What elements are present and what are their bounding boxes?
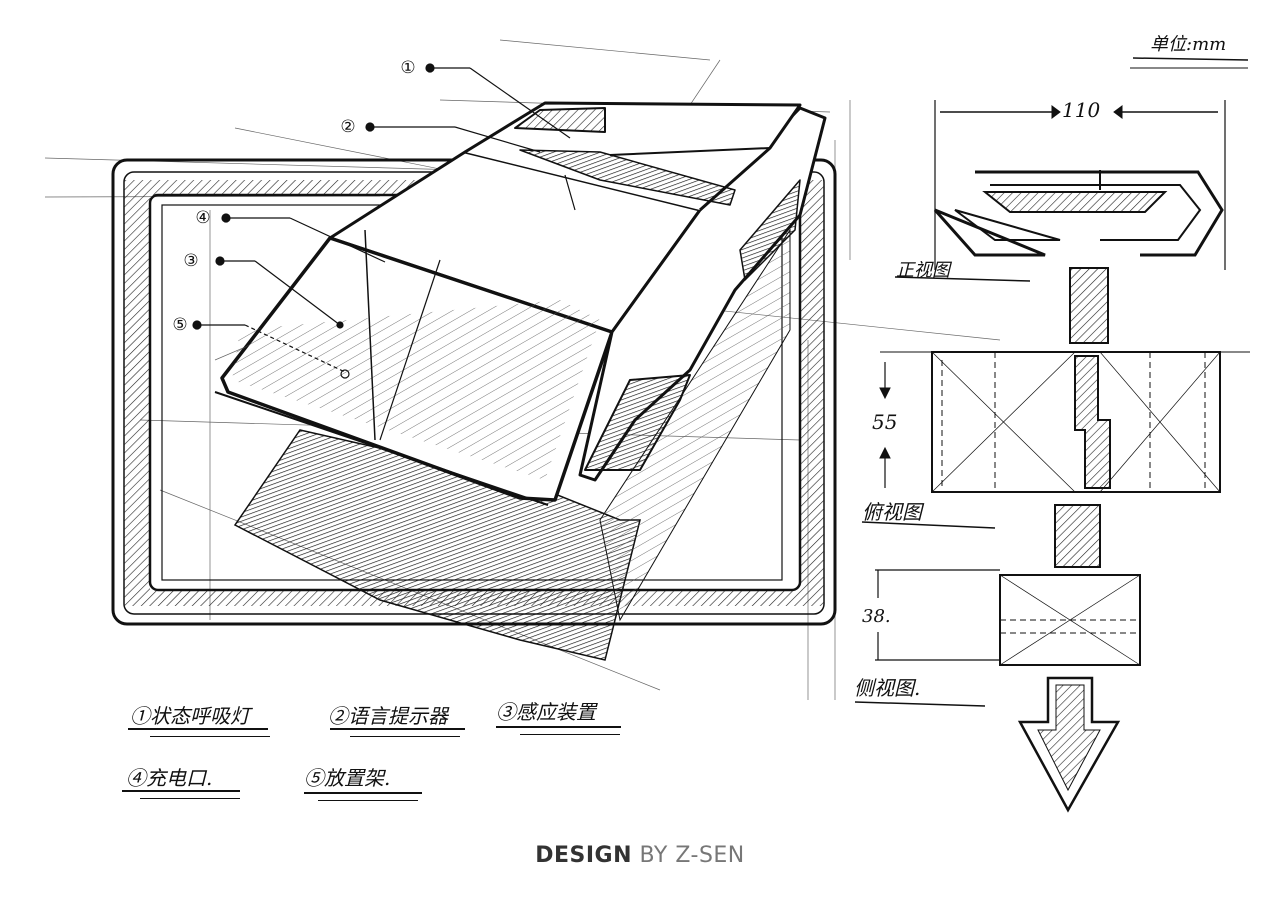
dimension-side-height: 38. xyxy=(862,606,891,627)
three-view-drawings xyxy=(854,57,1250,813)
legend-underline-5 xyxy=(304,792,422,794)
dimension-top-height: 55 xyxy=(872,410,898,434)
unit-label: 单位:mm xyxy=(1150,34,1227,55)
callout-3: ③ xyxy=(183,251,199,271)
legend-underline-2 xyxy=(330,728,465,730)
legend-underline-5b xyxy=(318,800,418,801)
callout-5: ⑤ xyxy=(172,315,188,335)
footer-author: BY Z-SEN xyxy=(639,843,745,868)
legend-underline-4 xyxy=(122,790,240,792)
callout-4: ④ xyxy=(195,208,211,228)
callout-1: ① xyxy=(400,58,416,78)
legend-item-2: ②语言提示器 xyxy=(328,704,448,728)
front-view-label: 正视图 xyxy=(896,260,950,281)
device-body xyxy=(214,101,827,506)
legend-item-3: ③感应装置 xyxy=(496,700,596,724)
legend-underline-4b xyxy=(140,798,240,799)
side-view-label: 侧视图. xyxy=(854,676,921,700)
dimension-width: 110 xyxy=(1062,98,1101,122)
legend-underline-3b xyxy=(520,734,620,735)
legend-underline-3 xyxy=(496,726,621,728)
callout-2: ② xyxy=(340,117,356,137)
legend-item-1: ①状态呼吸灯 xyxy=(130,704,250,728)
legend-underline-1 xyxy=(128,728,268,730)
footer-credit: DESIGN BY Z-SEN xyxy=(0,843,1280,868)
callout-leaders xyxy=(192,63,571,379)
legend-underline-2b xyxy=(350,736,460,737)
legend-item-4: ④充电口. xyxy=(126,766,213,790)
legend-item-5: ⑤放置架. xyxy=(304,766,391,790)
top-view-label: 俯视图 xyxy=(862,500,922,524)
footer-design: DESIGN xyxy=(535,843,632,868)
legend-underline-1b xyxy=(150,736,270,737)
